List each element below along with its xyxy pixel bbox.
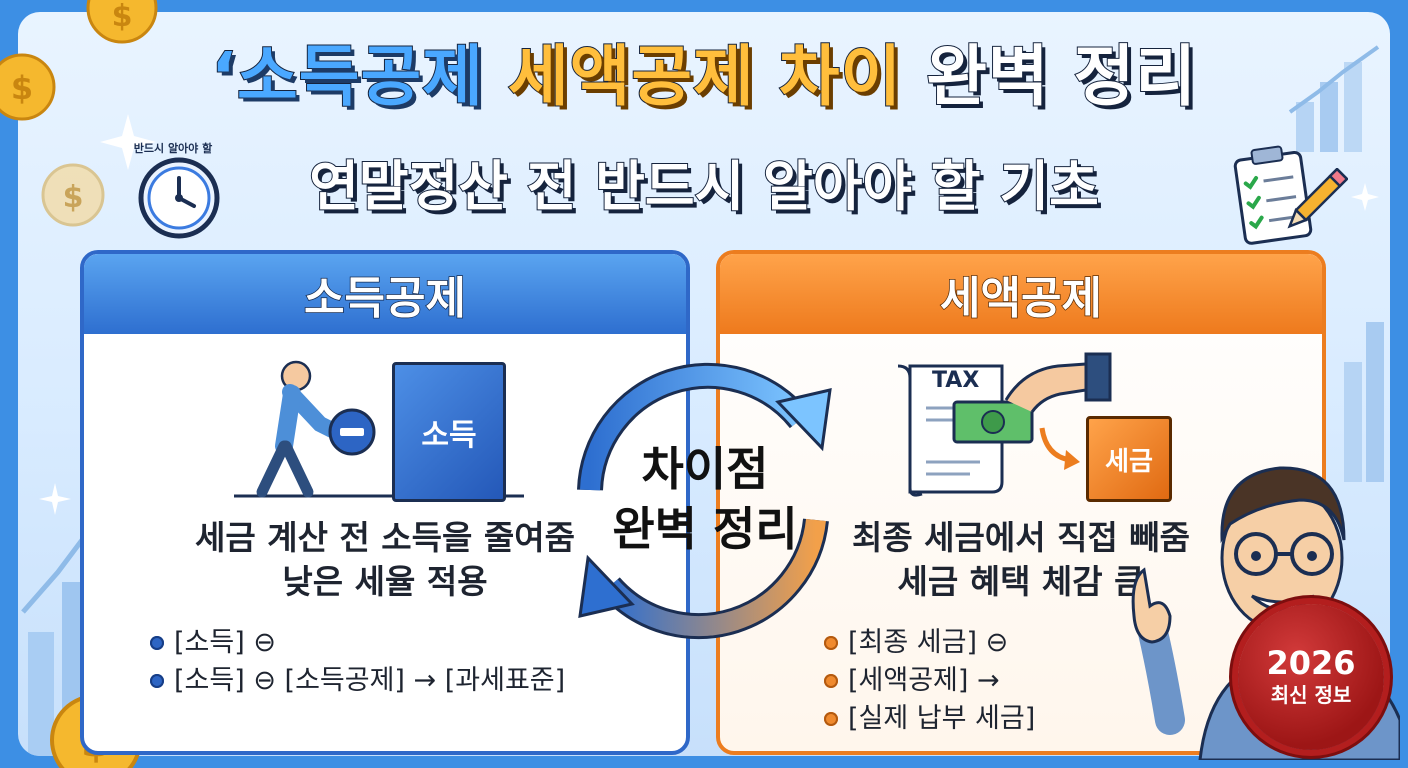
title-part-income-deduction: ‘소득공제 <box>210 38 484 115</box>
formula-text: [최종 세금] ⊖ <box>848 627 1009 658</box>
curved-arrow-icon <box>1039 427 1080 470</box>
tax-credit-panel: 세액공제 TAX 세금 최종 세금에서 직접 빼줌 세금 혜택 체감 큼 [최종… <box>716 250 1326 755</box>
svg-text:$: $ <box>11 69 33 107</box>
list-item: [실제 납부 세금] <box>824 700 1035 738</box>
center-label-difference: 차이점 <box>641 442 769 496</box>
tax-credit-desc-2: 세금 혜택 체감 큼 <box>897 562 1145 601</box>
hand-with-money-icon <box>952 352 1112 444</box>
bullet-dot <box>824 636 838 650</box>
income-deduction-formula-list: [소득] ⊖ [소득] ⊖ [소득공제] → [과세표준] <box>150 624 565 700</box>
income-deduction-desc-1: 세금 계산 전 소득을 줄여줌 <box>195 518 575 557</box>
formula-text: [실제 납부 세금] <box>848 703 1036 734</box>
badge-year: 2026 <box>1266 644 1356 682</box>
tax-credit-desc-1: 최종 세금에서 직접 빼줌 <box>851 518 1191 557</box>
subtitle: 연말정산 전 반드시 알아야 할 기초 <box>308 155 1100 218</box>
sparkle-icon <box>100 114 156 170</box>
income-deduction-heading: 소득공제 <box>84 254 686 334</box>
title-part-tax-credit: 세액공제 차이 <box>507 38 903 115</box>
cycle-arrows-icon <box>577 362 832 640</box>
dollar-coin-icon: $ <box>41 163 105 227</box>
list-item: [최종 세금] ⊖ <box>824 624 1035 662</box>
bullet-dot <box>824 712 838 726</box>
income-deduction-desc-2: 낮은 세율 적용 <box>282 562 488 601</box>
formula-text: [소득] ⊖ <box>174 627 276 658</box>
svg-text:$: $ <box>112 0 133 34</box>
list-item: [소득] ⊖ <box>150 624 565 662</box>
person-pushing-minus-icon <box>234 360 524 498</box>
badge-text: 최신 정보 <box>1270 683 1352 707</box>
tax-credit-formula-list: [최종 세금] ⊖ [세액공제] → [실제 납부 세금] <box>824 624 1035 738</box>
dollar-coin-icon: $ <box>86 0 158 44</box>
income-box: 소득 <box>392 362 506 502</box>
formula-text: [소득] ⊖ [소득공제] → [과세표준] <box>174 665 566 696</box>
clock-icon <box>138 157 220 239</box>
bullet-dot <box>150 674 164 688</box>
income-deduction-panel: 소득공제 소득 세금 계산 전 소득을 줄여줌 낮은 세율 적용 [소득] ⊖ … <box>80 250 690 755</box>
list-item: [세액공제] → <box>824 662 1035 700</box>
background-chart-right <box>1288 45 1380 152</box>
background-chart-right-lower <box>1344 322 1384 482</box>
sparkle-icon <box>1351 183 1379 211</box>
center-label-complete: 완벽 정리 <box>612 502 798 556</box>
tax-document-label: TAX <box>932 368 980 393</box>
bullet-dot <box>824 674 838 688</box>
bullet-dot <box>150 636 164 650</box>
svg-text:$: $ <box>63 180 84 215</box>
sparkle-icon <box>39 483 71 515</box>
formula-text: [세액공제] → <box>848 665 1000 696</box>
dollar-coin-icon: $ <box>0 53 56 121</box>
tax-credit-heading: 세액공제 <box>720 254 1322 334</box>
title-part-complete: 완벽 정리 <box>925 38 1198 115</box>
list-item: [소득] ⊖ [소득공제] → [과세표준] <box>150 662 565 700</box>
latest-info-badge: 2026 최신 정보 <box>1238 604 1384 750</box>
pencil-icon <box>1287 168 1348 229</box>
clock-label: 반드시 알아야 할 <box>133 142 213 155</box>
main-title: ‘소득공제 세액공제 차이 완벽 정리 <box>0 43 1408 111</box>
tax-box: 세금 <box>1086 416 1172 502</box>
